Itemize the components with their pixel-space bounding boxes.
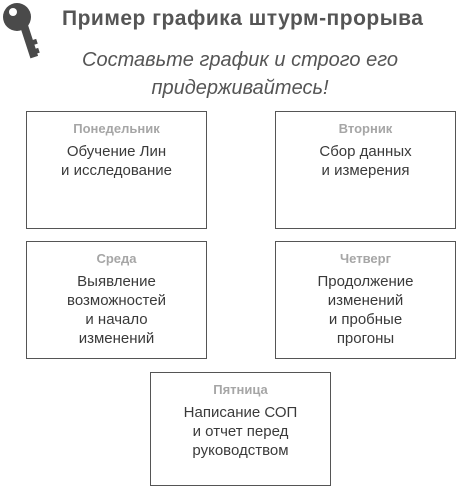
day-card-thursday: Четверг Продолжение изменений и пробные … [275,241,456,359]
day-card-tuesday: Вторник Сбор данных и измерения [275,111,456,229]
day-label: Пятница [213,382,268,397]
day-task: Сбор данных и измерения [319,143,412,179]
day-label: Понедельник [73,121,160,136]
page-subtitle: Составьте график и строго его придержива… [82,49,398,99]
day-label: Четверг [340,251,391,266]
day-label: Вторник [338,121,393,136]
day-task: Продолжение изменений и пробные прогоны [317,273,414,347]
day-task: Выявление возможностей и начало изменени… [67,273,166,347]
day-label: Среда [96,251,137,266]
day-card-wednesday: Среда Выявление возможностей и начало из… [26,241,207,359]
page-title: Пример графика штурм-прорыва [62,7,424,30]
day-task: Написание СОП и отчет перед руководством [183,404,298,459]
day-task: Обучение Лин и исследование [61,143,172,179]
day-card-monday: Понедельник Обучение Лин и исследование [26,111,207,229]
key-icon [3,3,40,59]
day-card-friday: Пятница Написание СОП и отчет перед руко… [150,372,331,486]
